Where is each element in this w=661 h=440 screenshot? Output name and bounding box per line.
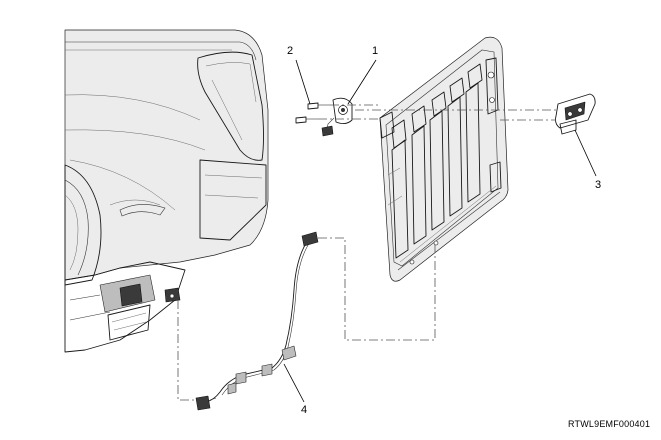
camera-harness xyxy=(195,231,319,411)
truck-bed-corner xyxy=(64,29,269,353)
handle-assembly xyxy=(555,93,596,135)
screws xyxy=(295,102,330,124)
callout-4: 4 xyxy=(301,404,308,416)
callout-2: 2 xyxy=(287,45,294,57)
callout-leaders xyxy=(283,59,597,403)
tailgate xyxy=(379,36,509,282)
tailgate-ribs xyxy=(391,82,481,259)
callout-3: 3 xyxy=(595,179,602,191)
camera-assembly xyxy=(321,97,353,137)
figure-id-label: RTWL9EMF000401 xyxy=(568,419,651,429)
assembly-phantom-lines xyxy=(177,104,556,401)
callout-1: 1 xyxy=(372,45,379,57)
